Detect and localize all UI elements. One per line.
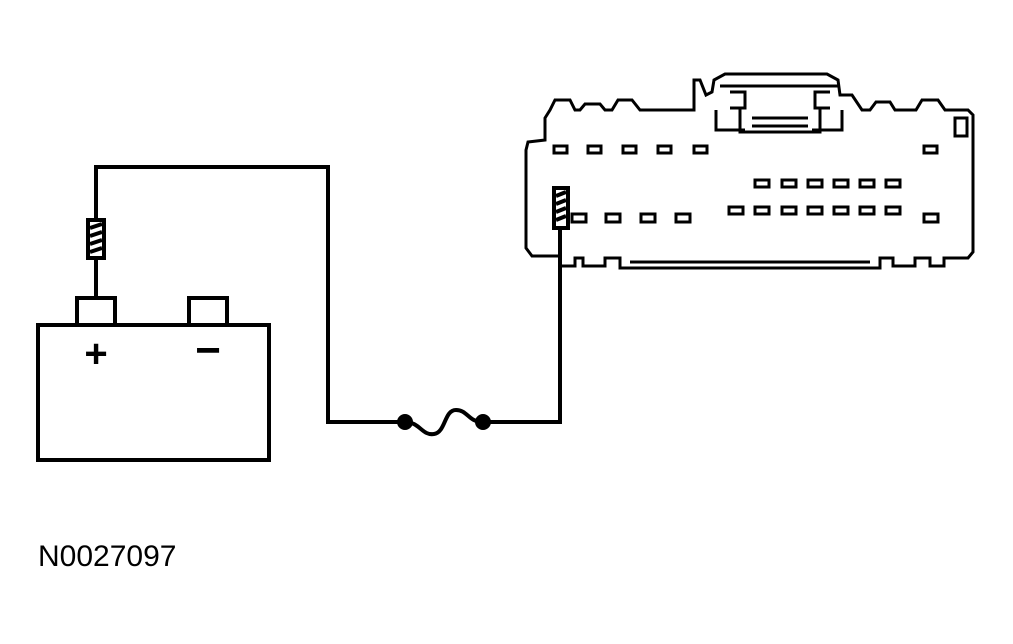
figure-id-label: N0027097 — [38, 540, 177, 573]
battery-positive-terminal — [75, 296, 117, 327]
pin-row-middle — [753, 178, 902, 189]
pin-row-bottom — [570, 205, 940, 224]
connector-latch — [720, 84, 840, 134]
battery-probe-terminal — [86, 218, 106, 260]
battery-positive-symbol: + — [84, 332, 107, 376]
fuse — [397, 407, 491, 437]
battery: + − — [36, 296, 271, 462]
battery-body — [36, 323, 271, 462]
connector-outline — [524, 72, 975, 270]
pin-row-top — [552, 144, 939, 155]
battery-negative-symbol: − — [195, 326, 221, 375]
wire-battery-to-fuse — [94, 165, 405, 424]
battery-negative-terminal — [187, 296, 229, 327]
wire-fuse-to-connector — [483, 228, 562, 424]
connector — [524, 72, 975, 270]
connector-probe-terminal — [552, 186, 570, 230]
